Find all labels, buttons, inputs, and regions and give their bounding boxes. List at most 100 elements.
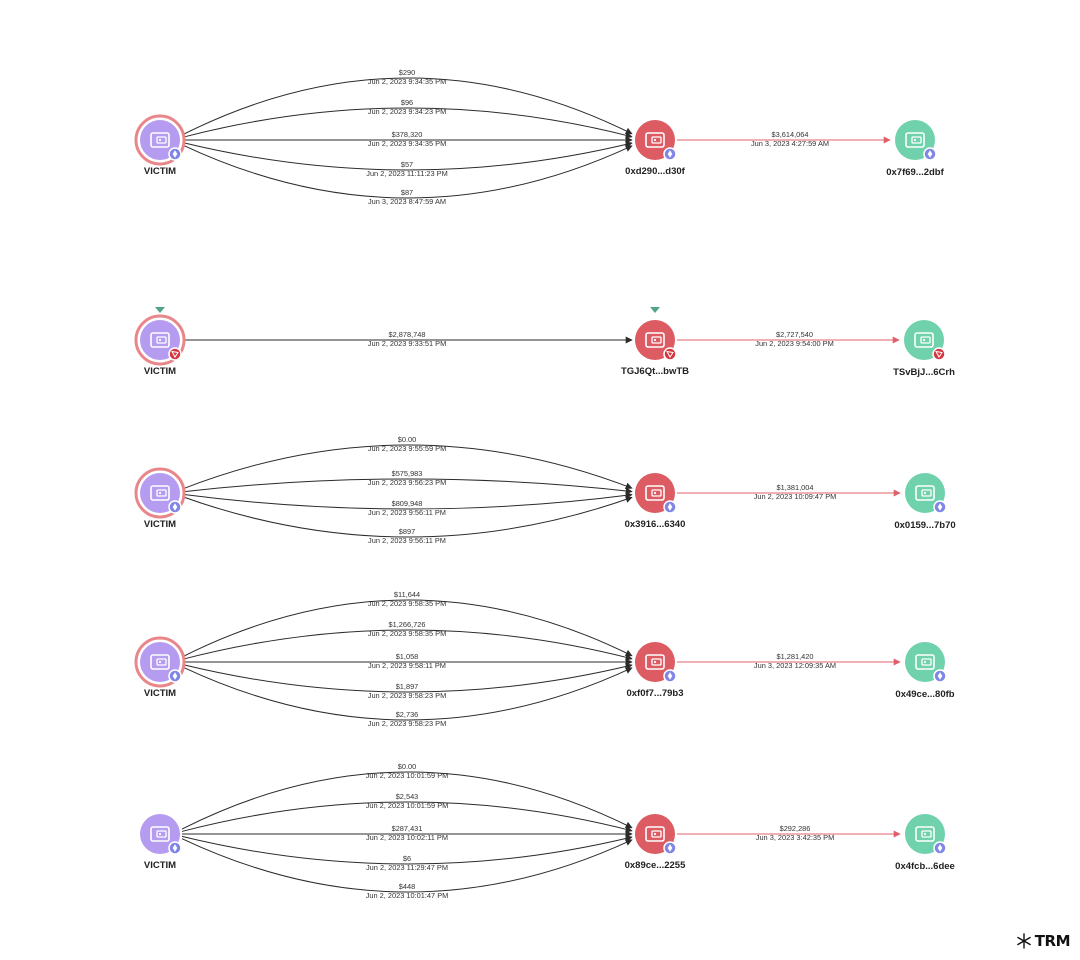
eth-icon [933,500,947,514]
eth-icon [933,669,947,683]
edge-amount: $575,983 [392,469,423,478]
edge-amount: $1,381,004 [777,483,814,492]
transfer-edge[interactable] [181,838,633,893]
transfer-edge[interactable] [181,478,633,495]
wallet-icon [150,654,170,670]
edge-date: Jun 2, 2023 9:58:23 PM [368,719,446,728]
victim-label: VICTIM [144,166,176,177]
tron-icon [932,347,946,361]
edge-date: Jun 2, 2023 9:56:11 PM [368,536,446,545]
eth-icon [663,500,677,514]
edge-amount: $0.00 [398,762,417,771]
wallet-icon [915,654,935,670]
exploiter-node[interactable] [635,642,677,683]
wallet-icon [645,332,665,348]
receiver-node[interactable] [905,473,947,514]
exploiter-node[interactable] [635,814,677,855]
exploiter-address: 0x89ce...2255 [625,860,686,871]
edge-date: Jun 3, 2023 3:42:35 PM [756,833,834,842]
edge-date: Jun 2, 2023 11:29:47 PM [366,863,448,872]
receiver-node[interactable] [895,120,937,161]
edge-amount: $1,266,726 [389,620,426,629]
flag-marker-icon [155,307,165,313]
transfer-edge[interactable] [181,141,633,171]
edge-amount: $1,897 [396,682,419,691]
victim-label: VICTIM [144,688,176,699]
edge-date: Jun 2, 2023 9:34:23 PM [368,107,446,116]
transfer-edge[interactable] [181,835,633,865]
logo-text: TRM [1034,932,1071,950]
victim-node[interactable] [140,814,182,855]
eth-icon [168,841,182,855]
exploiter-node[interactable] [635,473,677,514]
wallet-icon [150,332,170,348]
eth-icon [933,841,947,855]
eth-icon [663,147,677,161]
wallet-icon [905,132,925,148]
transfer-edge[interactable] [181,77,633,136]
wallet-icon [150,485,170,501]
transfer-edge[interactable] [181,144,633,199]
transfer-edge[interactable] [181,599,633,658]
wallet-icon [645,132,665,148]
victim-label: VICTIM [144,860,176,871]
flag-marker-icon [650,307,660,313]
transfer-edge[interactable] [181,801,633,833]
edge-amount: $6 [403,854,411,863]
receiver-node[interactable] [905,814,947,855]
edge-amount: $0.00 [398,435,417,444]
edge-amount: $1,281,420 [777,652,814,661]
edge-amount: $378,320 [392,130,423,139]
receiver-address: 0x4fcb...6dee [895,861,955,872]
transfer-edge[interactable] [181,666,633,721]
edge-date: Jun 2, 2023 9:33:51 PM [368,339,446,348]
receiver-node[interactable] [905,642,947,683]
receiver-address: 0x7f69...2dbf [886,167,944,178]
victim-node[interactable] [134,114,186,166]
transfer-edge[interactable] [181,629,633,661]
transfer-edge[interactable] [181,496,633,538]
transfer-edge[interactable] [181,107,633,139]
edge-date: Jun 2, 2023 10:02:11 PM [366,833,448,842]
trm-logo: TRM [1016,932,1071,950]
receiver-node[interactable] [904,320,946,361]
edge-date: Jun 2, 2023 11:11:23 PM [366,169,448,178]
edge-amount: $2,543 [396,792,419,801]
wallet-icon [150,826,170,842]
wallet-icon [645,654,665,670]
edge-date: Jun 2, 2023 9:34:35 PM [368,77,446,86]
edge-amount: $87 [401,188,413,197]
transfer-edge[interactable] [181,491,633,510]
tron-icon [663,347,677,361]
victim-node[interactable] [134,467,186,519]
tron-icon [168,347,182,361]
edge-date: Jun 3, 2023 8:47:59 AM [368,197,446,206]
edge-amount: $809,948 [392,499,423,508]
edge-amount: $3,614,064 [772,130,809,139]
edge-date: Jun 2, 2023 9:58:11 PM [368,661,446,670]
victim-node[interactable] [134,636,186,688]
edge-amount: $897 [399,527,415,536]
exploiter-address: TGJ6Qt...bwTB [621,366,689,377]
eth-icon [923,147,937,161]
edge-date: Jun 2, 2023 9:54:00 PM [755,339,833,348]
edge-amount: $57 [401,160,413,169]
transfer-edge[interactable] [181,444,633,490]
edge-amount: $11,644 [394,590,420,599]
edge-date: Jun 3, 2023 12:09:35 AM [754,661,836,670]
victim-label: VICTIM [144,366,176,377]
edge-amount: $2,878,748 [389,330,426,339]
exploiter-node[interactable] [635,120,677,161]
exploiter-node[interactable] [635,307,677,361]
wallet-icon [915,826,935,842]
edge-amount: $2,727,540 [776,330,813,339]
edge-amount: $96 [401,98,413,107]
edge-date: Jun 2, 2023 10:09:47 PM [754,492,837,501]
edge-date: Jun 2, 2023 9:58:35 PM [368,599,446,608]
edge-amount: $448 [399,882,415,891]
transfer-edge[interactable] [181,771,633,830]
victim-node[interactable] [134,307,186,366]
transfer-edge[interactable] [181,663,633,693]
edge-date: Jun 3, 2023 4:27:59 AM [751,139,829,148]
